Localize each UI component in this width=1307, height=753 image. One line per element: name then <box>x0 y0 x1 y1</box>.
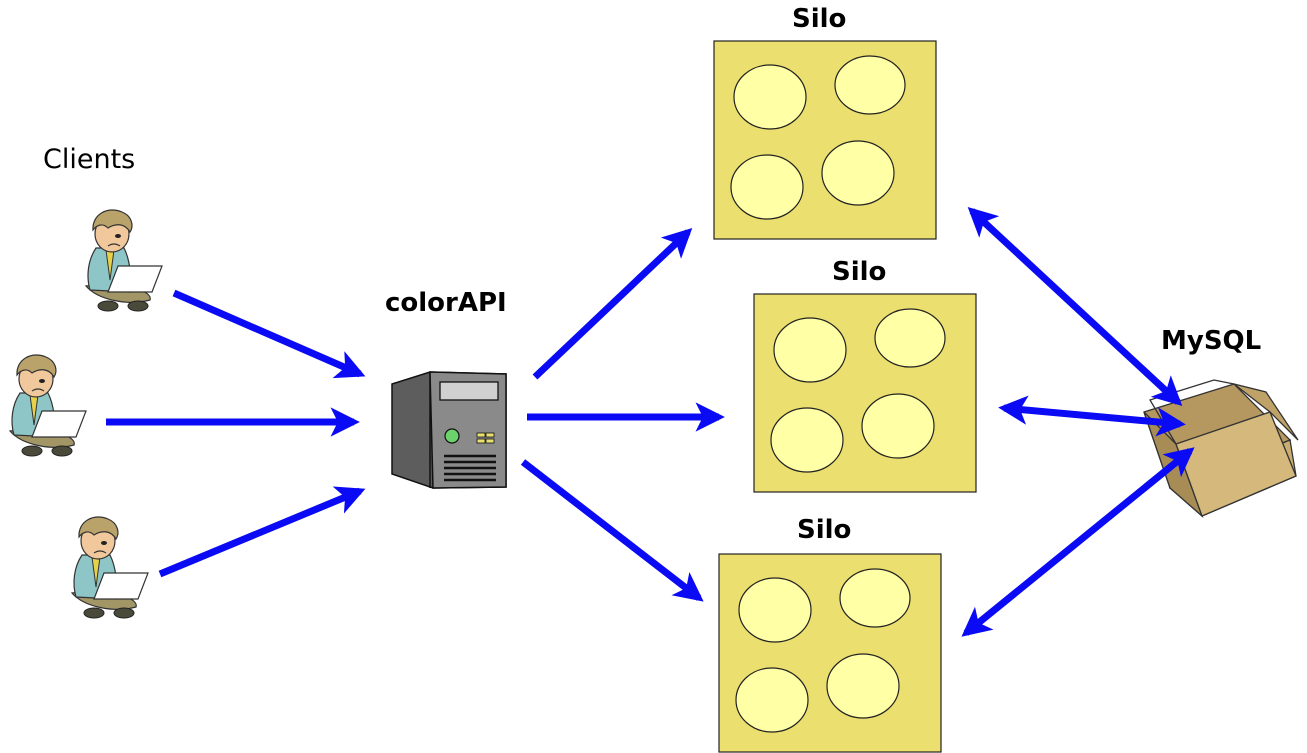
clients-label: Clients <box>43 144 135 175</box>
client-to-api-arrow <box>158 486 366 578</box>
silo-db-arrow <box>967 207 1183 406</box>
silo-label: Silo <box>797 515 851 545</box>
client-to-api-arrow <box>172 289 366 379</box>
silo-db-arrow <box>998 395 1186 437</box>
client-icon <box>9 354 87 457</box>
server-label: colorAPI <box>385 288 507 318</box>
silo-label: Silo <box>792 4 846 34</box>
silo-box <box>713 40 937 240</box>
silo-db-arrow <box>961 447 1195 637</box>
client-icon <box>85 209 163 312</box>
database-label: MySQL <box>1161 326 1261 356</box>
silo-box <box>718 553 942 753</box>
api-to-silo-arrow <box>532 227 693 380</box>
silo-label: Silo <box>832 257 886 287</box>
server-tower-icon <box>391 371 507 489</box>
api-to-silo-arrow <box>520 459 704 602</box>
cardboard-box-icon <box>1143 379 1299 519</box>
client-icon <box>71 516 149 619</box>
silo-box <box>753 293 977 493</box>
